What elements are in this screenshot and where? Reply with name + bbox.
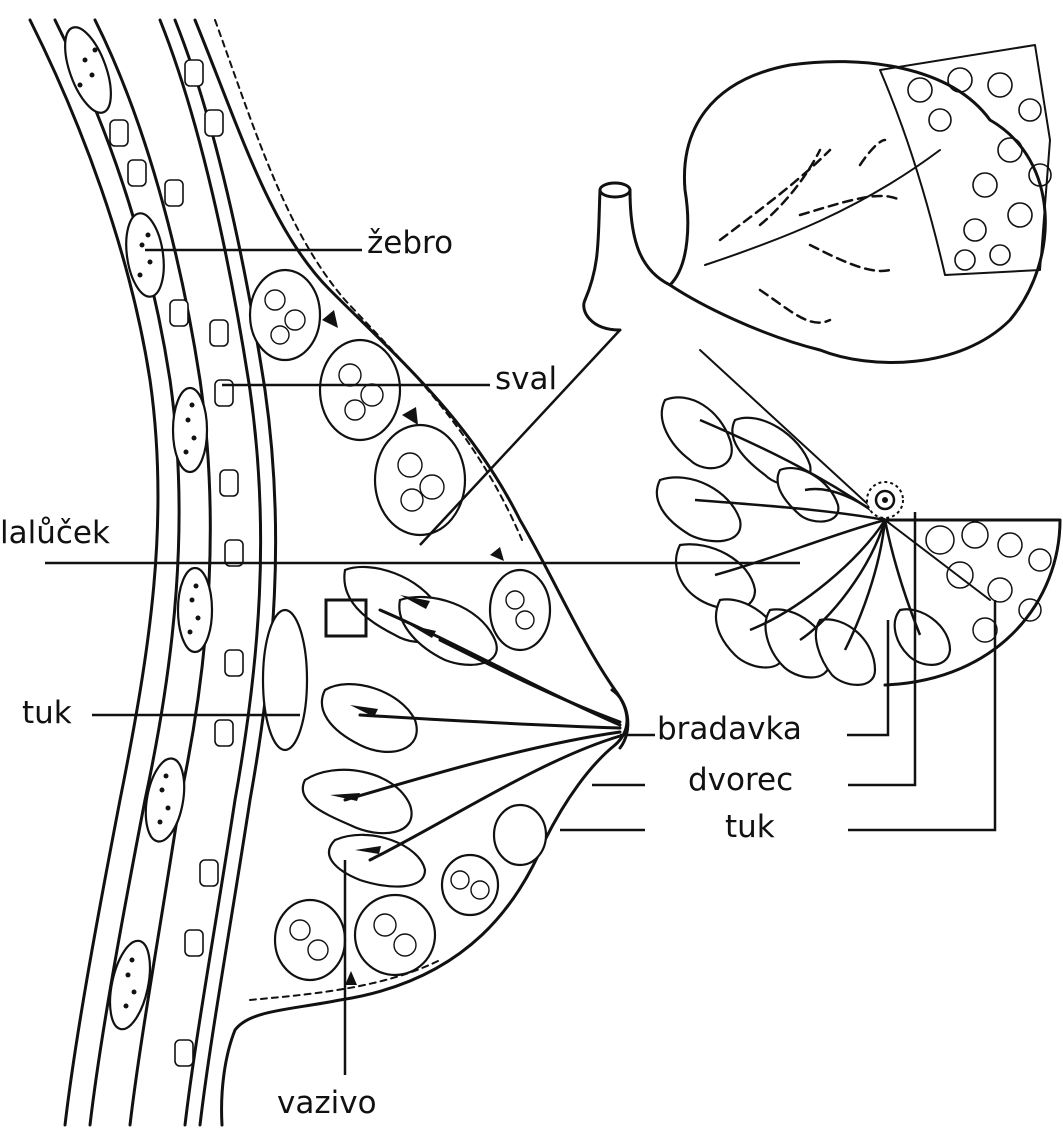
label-tuk-left: tuk [22,698,72,729]
label-vazivo: vazivo [277,1088,377,1119]
lobule-inset [584,45,1051,362]
frontal-view [657,350,1060,685]
label-sval: sval [495,364,557,395]
label-bradavka: bradavka [657,714,802,745]
label-lalucek: lalůček [0,518,110,549]
label-tuk-right: tuk [725,812,775,843]
label-dvorec: dvorec [688,765,793,796]
label-zebro: žebro [367,228,453,259]
